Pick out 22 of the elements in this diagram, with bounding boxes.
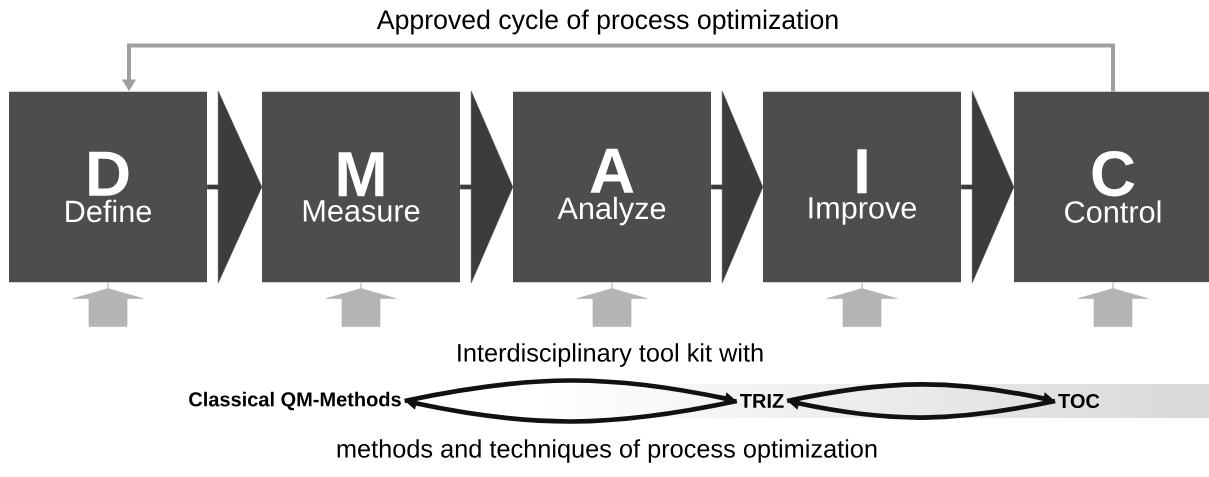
loop-arrow (786, 382, 1056, 420)
step-box: I Improve (763, 91, 961, 283)
up-arrow (325, 282, 397, 327)
loop-arrow (404, 378, 738, 424)
chevron-arrow (459, 91, 514, 283)
up-arrow (72, 282, 144, 327)
up-arrow (1077, 282, 1149, 327)
step-box: D Define (9, 91, 207, 283)
edge-label: Approved cycle of process optimization (376, 9, 838, 35)
method-label: TOC (1058, 393, 1100, 409)
up-arrow (576, 282, 648, 327)
up-arrow (826, 282, 898, 327)
caption-text: methods and techniques of process optimization (337, 439, 877, 463)
method-label: TRIZ (740, 394, 784, 408)
step-box: C Control (1014, 91, 1209, 283)
chevron-arrow (710, 91, 764, 283)
chevron-arrow (960, 91, 1015, 283)
chevron-arrow (206, 91, 263, 283)
step-box: M Measure (262, 91, 460, 283)
step-box: A Analyze (513, 91, 711, 283)
caption-text: Interdisciplinary tool kit with (458, 343, 763, 367)
method-label: Classical QM-Methods (189, 391, 401, 411)
